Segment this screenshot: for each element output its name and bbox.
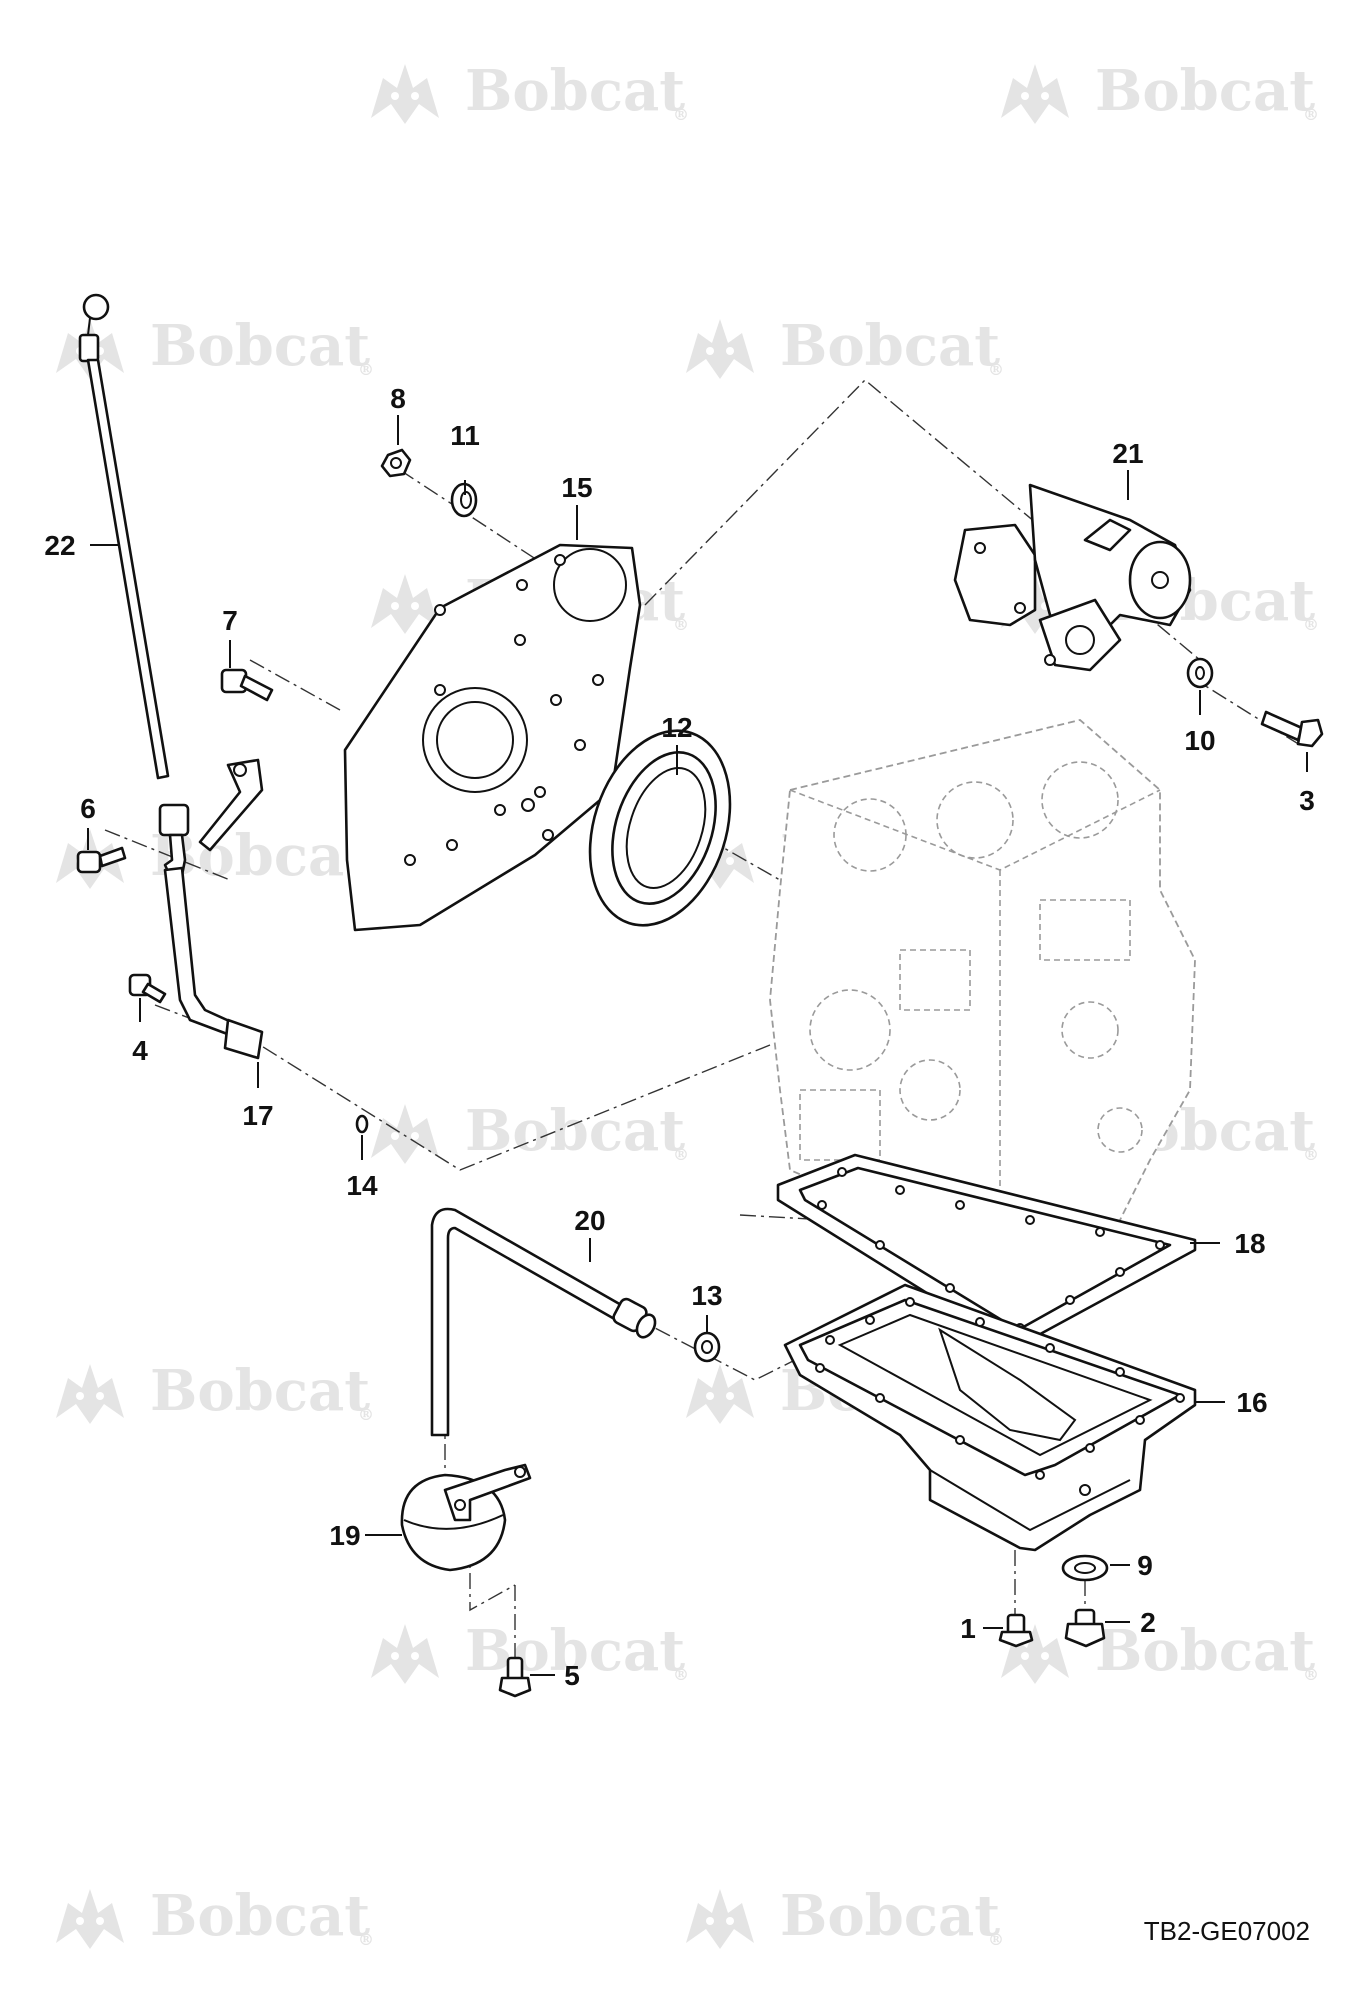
bobcat-logo-icon xyxy=(371,64,439,124)
o-ring-14 xyxy=(355,1114,369,1134)
callout-6: 6 xyxy=(80,793,96,824)
bobcat-logo-icon xyxy=(686,1364,754,1424)
reference-code: TB2-GE07002 xyxy=(1144,1916,1310,1946)
callout-2: 2 xyxy=(1140,1607,1156,1638)
watermark-mark: ® xyxy=(1303,1665,1319,1684)
callout-11: 11 xyxy=(450,420,480,451)
callout-19: 19 xyxy=(329,1520,360,1551)
watermark-15: Bobcat ® xyxy=(56,1883,374,1949)
bobcat-logo-icon xyxy=(686,1889,754,1949)
callout-1: 1 xyxy=(960,1613,976,1644)
part-oil-seal xyxy=(588,729,732,927)
callout-20: 20 xyxy=(574,1205,605,1236)
watermark-14: Bobcat ® xyxy=(1001,1618,1319,1684)
callout-labels: 8 11 15 21 22 7 12 10 3 6 4 17 14 20 18 … xyxy=(44,383,1314,1691)
watermark-13: Bobcat ® xyxy=(371,1618,689,1684)
bobcat-logo-icon xyxy=(686,319,754,379)
plug-1 xyxy=(998,1613,1034,1648)
watermark-4: Bobcat ® xyxy=(686,313,1004,379)
part-end-plate xyxy=(343,543,642,932)
watermark-mark: ® xyxy=(1303,615,1319,634)
watermark-text: Bobcat xyxy=(780,1883,1000,1949)
part-guide-tube xyxy=(158,758,264,1060)
washer-9 xyxy=(1061,1554,1109,1582)
watermark-text: Bobcat xyxy=(465,58,685,124)
watermark-1: Bobcat ® xyxy=(371,58,689,124)
watermark-3: Bobcat ® xyxy=(56,313,374,379)
bobcat-logo-icon xyxy=(1001,64,1069,124)
callout-17: 17 xyxy=(242,1100,273,1131)
callout-8: 8 xyxy=(390,383,406,414)
callout-5: 5 xyxy=(564,1660,580,1691)
watermark-mark: ® xyxy=(1303,1145,1319,1164)
bolt-4 xyxy=(128,973,167,1004)
callout-16: 16 xyxy=(1236,1387,1267,1418)
watermark-text: Bobcat xyxy=(1095,1618,1315,1684)
part-strainer xyxy=(400,1463,532,1572)
watermark-mark: ® xyxy=(358,1405,374,1424)
watermark-mark: ® xyxy=(673,615,689,634)
watermark-2: Bobcat ® xyxy=(1001,58,1319,124)
bobcat-logo-icon xyxy=(371,1624,439,1684)
watermark-mark: ® xyxy=(673,1665,689,1684)
watermark-mark: ® xyxy=(358,360,374,379)
callout-3: 3 xyxy=(1299,785,1315,816)
bobcat-logo-icon xyxy=(56,1364,124,1424)
watermark-mark: ® xyxy=(673,1145,689,1164)
callout-10: 10 xyxy=(1184,725,1215,756)
callout-22: 22 xyxy=(44,530,75,561)
watermark-layer: Bobcat ® Bobcat ® Bobcat ® Bobcat ® Bobc… xyxy=(56,58,1319,1949)
part-starter xyxy=(953,483,1192,672)
watermark-text: Bobcat xyxy=(465,1618,685,1684)
washer-10 xyxy=(1186,657,1214,689)
watermark-9: Bobcat ® xyxy=(371,1098,689,1164)
callout-7: 7 xyxy=(222,605,238,636)
bolt-6 xyxy=(76,846,127,874)
part-suction-pipe xyxy=(430,1207,657,1437)
bolt-5 xyxy=(498,1656,532,1698)
callout-4: 4 xyxy=(132,1035,148,1066)
nut-8 xyxy=(380,448,412,478)
watermark-text: Bobcat xyxy=(150,313,370,379)
watermark-text: Bobcat xyxy=(465,1098,685,1164)
watermark-text: Bobcat xyxy=(150,1883,370,1949)
leader-lines xyxy=(87,415,1308,1676)
watermark-mark: ® xyxy=(988,1930,1004,1949)
bobcat-logo-icon xyxy=(371,1104,439,1164)
plug-2 xyxy=(1064,1608,1106,1648)
callout-18: 18 xyxy=(1234,1228,1265,1259)
watermark-16: Bobcat ® xyxy=(686,1883,1004,1949)
bolt-7 xyxy=(220,668,274,702)
callout-14: 14 xyxy=(346,1170,378,1201)
callout-12: 12 xyxy=(661,712,692,743)
callout-13: 13 xyxy=(691,1280,722,1311)
callout-15: 15 xyxy=(561,472,592,503)
watermark-text: Bobcat xyxy=(150,1358,370,1424)
watermark-text: Bobcat xyxy=(780,313,1000,379)
watermark-mark: ® xyxy=(673,105,689,124)
bolt-3 xyxy=(1260,710,1324,748)
watermark-mark: ® xyxy=(1303,105,1319,124)
watermark-11: Bobcat ® xyxy=(56,1358,374,1424)
part-gasket xyxy=(776,1153,1197,1347)
callout-9: 9 xyxy=(1137,1550,1153,1581)
part-dipstick xyxy=(78,293,170,780)
watermark-text: Bobcat xyxy=(1095,58,1315,124)
washer-13 xyxy=(693,1331,721,1363)
watermark-mark: ® xyxy=(988,360,1004,379)
callout-21: 21 xyxy=(1112,438,1143,469)
washer-11 xyxy=(450,482,478,518)
watermark-mark: ® xyxy=(358,1930,374,1949)
part-oil-pan xyxy=(783,1283,1197,1552)
bobcat-logo-icon xyxy=(56,1889,124,1949)
